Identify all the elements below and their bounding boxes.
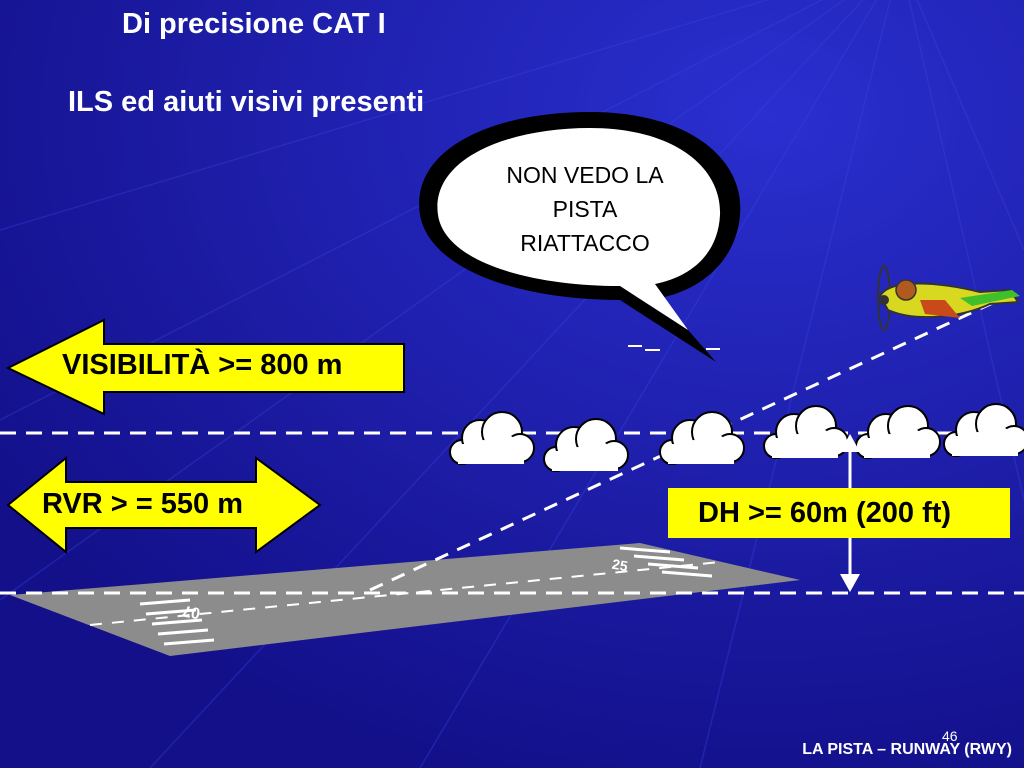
dh-label: DH >= 60m (200 ft) xyxy=(698,497,952,529)
svg-text:07: 07 xyxy=(181,601,202,621)
airplane-icon xyxy=(877,265,1020,331)
visibility-arrow xyxy=(5,318,405,416)
page-number: 46 xyxy=(942,728,958,744)
speech-bubble-text: NON VEDO LA PISTA RIATTACCO xyxy=(470,158,700,260)
bubble-line-1: NON VEDO LA xyxy=(506,162,664,188)
small-marks xyxy=(628,345,720,351)
bubble-line-2: PISTA xyxy=(552,196,618,222)
glide-path-line xyxy=(369,293,1011,592)
dh-label-box xyxy=(668,488,1010,538)
bubble-line-3: RIATTACCO xyxy=(520,230,650,256)
speech-bubble xyxy=(419,112,741,362)
footer-title: LA PISTA – RUNWAY (RWY) xyxy=(802,741,1012,758)
rvr-label: RVR > = 550 m xyxy=(42,488,243,520)
slide-subtitle: ILS ed aiuti visivi presenti xyxy=(68,86,425,118)
visibility-label: VISIBILITÀ >= 800 m xyxy=(62,349,343,381)
slide-title: Di precisione CAT I xyxy=(122,8,386,40)
rvr-double-arrow xyxy=(6,455,322,555)
svg-text:25: 25 xyxy=(611,556,629,574)
